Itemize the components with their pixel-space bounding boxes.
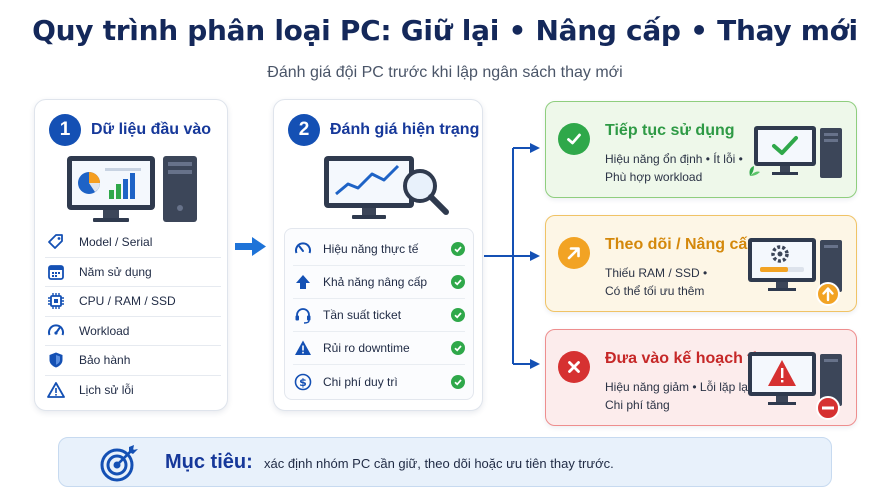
outcome-keep-card: Tiếp tục sử dụng Hiệu năng ổn định • Ít … bbox=[545, 101, 857, 198]
criteria-label: Khả năng nâng cấp bbox=[323, 275, 428, 289]
list-item-label: Năm sử dụng bbox=[79, 264, 152, 279]
outcome-replace-card: Đưa vào kế hoạch thay Hiệu năng giảm • L… bbox=[545, 329, 857, 426]
dollar-icon: $ bbox=[293, 373, 313, 391]
check-circle-icon bbox=[558, 123, 590, 155]
criteria-ticket-frequency: Tần suất ticket bbox=[293, 299, 465, 332]
description-line: Hiệu năng giảm • Lỗi lặp lại • bbox=[605, 380, 759, 394]
criteria-label: Tần suất ticket bbox=[323, 308, 402, 322]
arrow-up-icon bbox=[293, 273, 313, 291]
assessment-card: 2 Đánh giá hiện trạng Hiệu năng thực tế … bbox=[273, 99, 483, 411]
target-icon bbox=[99, 444, 139, 487]
svg-text:$: $ bbox=[299, 376, 307, 389]
step1-to-step2-arrow-icon bbox=[235, 237, 266, 256]
check-icon bbox=[451, 308, 465, 322]
goal-label: Mục tiêu: bbox=[165, 451, 253, 473]
goal-text: xác định nhóm PC cần giữ, theo dõi hoặc … bbox=[264, 456, 614, 471]
page-subtitle: Đánh giá đội PC trước khi lập ngân sách … bbox=[267, 64, 623, 81]
step-1-title: Dữ liệu đầu vào bbox=[91, 121, 212, 138]
headset-icon bbox=[293, 306, 313, 324]
gauge-icon bbox=[45, 322, 67, 340]
outcome-keep-description: Hiệu năng ổn định • Ít lỗi • Phù hợp wor… bbox=[605, 150, 745, 186]
check-icon bbox=[451, 242, 465, 256]
criteria-label: Rủi ro downtime bbox=[323, 341, 410, 355]
page-title: Quy trình phân loại PC: Giữ lại • Nâng c… bbox=[32, 14, 858, 47]
outcome-replace-title: Đưa vào kế hoạch thay bbox=[605, 350, 781, 367]
upgrade-pc-illustration bbox=[746, 228, 846, 313]
warning-icon bbox=[45, 381, 67, 399]
healthy-pc-illustration bbox=[746, 114, 846, 191]
list-item-year: Năm sử dụng bbox=[45, 258, 221, 287]
description-line: Thiếu RAM / SSD • bbox=[605, 266, 708, 280]
criteria-maintenance-cost: $ Chi phí duy trì bbox=[293, 365, 465, 398]
assessment-criteria-list: Hiệu năng thực tế Khả năng nâng cấp Tần … bbox=[284, 228, 474, 400]
goal-banner: Mục tiêu: xác định nhóm PC cần giữ, theo… bbox=[58, 437, 832, 487]
list-item-label: Lịch sử lỗi bbox=[79, 383, 134, 398]
list-item-model-serial: Model / Serial bbox=[45, 228, 221, 258]
step-1-header: 1 Dữ liệu đầu vào bbox=[49, 114, 211, 146]
calendar-icon bbox=[45, 263, 67, 281]
arrow-up-right-icon bbox=[558, 237, 590, 269]
outcome-replace-description: Hiệu năng giảm • Lỗi lặp lại • Chi phí t… bbox=[605, 378, 765, 414]
list-item-label: CPU / RAM / SSD bbox=[79, 294, 176, 309]
criteria-upgradeability: Khả năng nâng cấp bbox=[293, 266, 465, 299]
input-data-list: Model / Serial Năm sử dụng CPU / RAM / S… bbox=[45, 228, 221, 405]
arrow-to-replace-icon bbox=[530, 359, 540, 369]
list-item-label: Bảo hành bbox=[79, 353, 131, 368]
branch-arrows bbox=[484, 147, 532, 365]
arrow-to-upgrade-icon bbox=[530, 251, 540, 261]
step-2-number: 2 bbox=[288, 114, 320, 146]
outcome-upgrade-description: Thiếu RAM / SSD • Có thể tối ưu thêm bbox=[605, 264, 745, 300]
outcome-keep-title: Tiếp tục sử dụng bbox=[605, 122, 735, 139]
step-1-number: 1 bbox=[49, 114, 81, 146]
criteria-downtime-risk: Rủi ro downtime bbox=[293, 332, 465, 365]
description-line: Có thể tối ưu thêm bbox=[605, 284, 705, 298]
arrow-to-keep-icon bbox=[530, 143, 540, 153]
desktop-pc-chart-illustration bbox=[65, 154, 205, 231]
list-item-warranty: Bảo hành bbox=[45, 346, 221, 376]
description-line: Chi phí tăng bbox=[605, 398, 670, 412]
check-icon bbox=[451, 341, 465, 355]
check-icon bbox=[451, 374, 465, 389]
input-data-card: 1 Dữ liệu đầu vào Model / Se bbox=[34, 99, 228, 411]
step-2-header: 2 Đánh giá hiện trạng bbox=[288, 114, 479, 146]
failing-pc-illustration bbox=[746, 342, 846, 427]
list-item-error-history: Lịch sử lỗi bbox=[45, 376, 221, 406]
description-line: Phù hợp workload bbox=[605, 170, 703, 184]
criteria-label: Chi phí duy trì bbox=[323, 374, 398, 389]
check-icon bbox=[451, 275, 465, 289]
outcome-upgrade-title: Theo dõi / Nâng cấp bbox=[605, 236, 758, 253]
chip-icon bbox=[45, 292, 67, 310]
list-item-label: Model / Serial bbox=[79, 235, 153, 250]
step-2-title: Đánh giá hiện trạng bbox=[330, 121, 480, 138]
tag-icon bbox=[45, 233, 67, 251]
monitor-analysis-illustration bbox=[322, 154, 452, 227]
list-item-label: Workload bbox=[79, 323, 130, 338]
shield-icon bbox=[45, 351, 67, 369]
list-item-cpu-ram-ssd: CPU / RAM / SSD bbox=[45, 287, 221, 317]
alert-icon bbox=[293, 339, 313, 357]
criteria-label: Hiệu năng thực tế bbox=[323, 242, 419, 256]
speedometer-icon bbox=[293, 240, 313, 258]
description-line: Hiệu năng ổn định • Ít lỗi • bbox=[605, 152, 743, 166]
list-item-workload: Workload bbox=[45, 317, 221, 346]
x-circle-icon bbox=[558, 351, 590, 383]
outcome-upgrade-card: Theo dõi / Nâng cấp Thiếu RAM / SSD • Có… bbox=[545, 215, 857, 312]
criteria-performance: Hiệu năng thực tế bbox=[293, 233, 465, 266]
